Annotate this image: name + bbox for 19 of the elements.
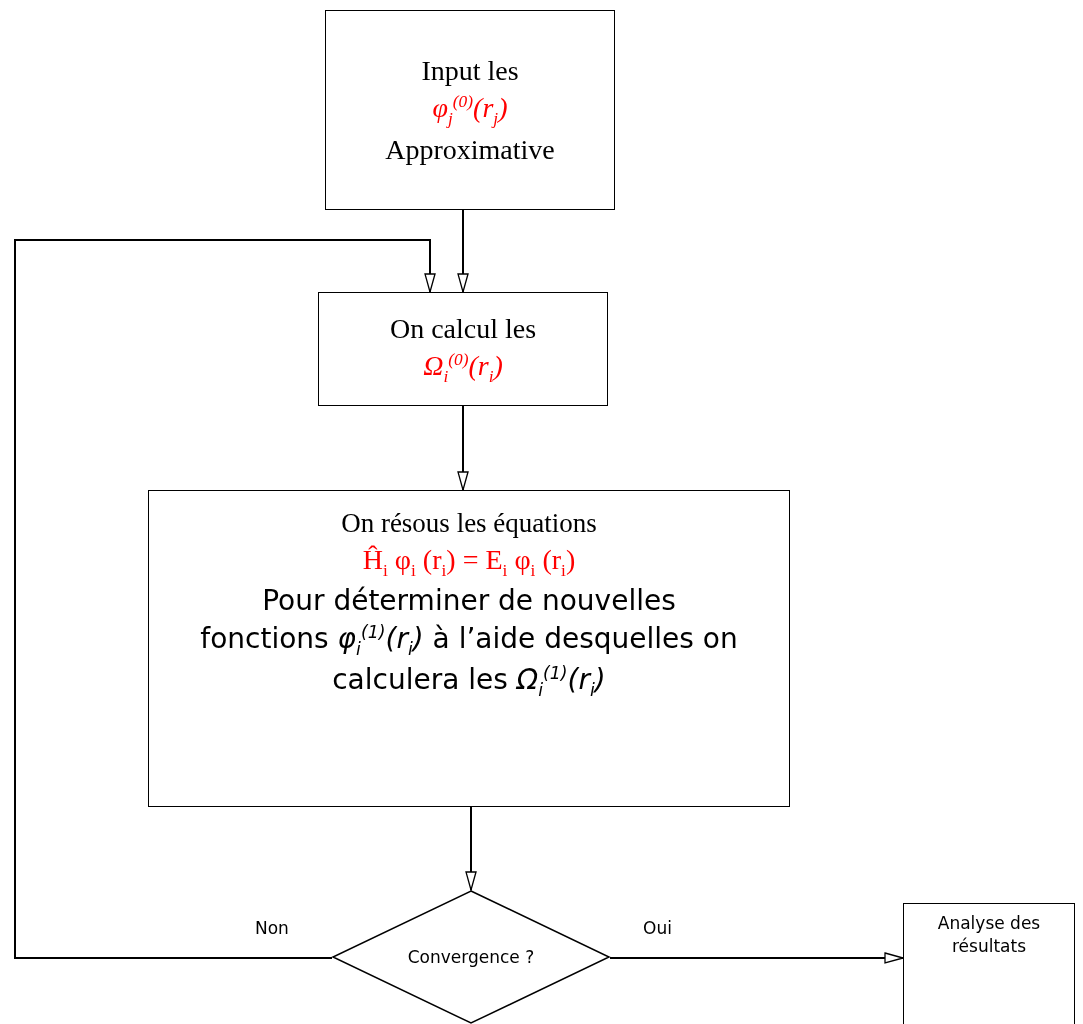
- arrow: [465, 806, 477, 891]
- process-box: [318, 292, 608, 406]
- arrow: [14, 239, 436, 959]
- box-text: On calcul les: [389, 311, 537, 346]
- box-text: Analyse des résultats: [936, 912, 1042, 958]
- box-text: φ$_{j}$$^{(0)}$(r$_{j}$): [432, 91, 508, 131]
- box-text: Pour déterminer de nouvelles fonctions φ$_{i}$$^{(1)}$(r$_{i}$) à l’aide desquelles on calculera les Ω$_{i}$$^{(1)}$(r$_{i}$): [199, 583, 739, 702]
- box-text: Convergence ?: [407, 945, 535, 969]
- process-box: [325, 10, 615, 210]
- box-text: Approximative: [385, 132, 555, 167]
- arrow: [457, 405, 469, 491]
- process-box: [903, 903, 1075, 1024]
- arrow: [457, 209, 469, 293]
- process-box: [148, 490, 790, 807]
- arrow: [609, 952, 904, 964]
- box-text: Input les: [421, 53, 519, 88]
- box-text: Ĥ$_{i}$ φ$_{i}$ (r$_{i}$) = E$_{i}$ φ$_{i}$ (r$_{i}$): [362, 543, 576, 583]
- box-text: Ω$_{i}$$^{(0)}$(r$_{i}$): [423, 349, 503, 388]
- box-text: On résous les équations: [341, 507, 597, 540]
